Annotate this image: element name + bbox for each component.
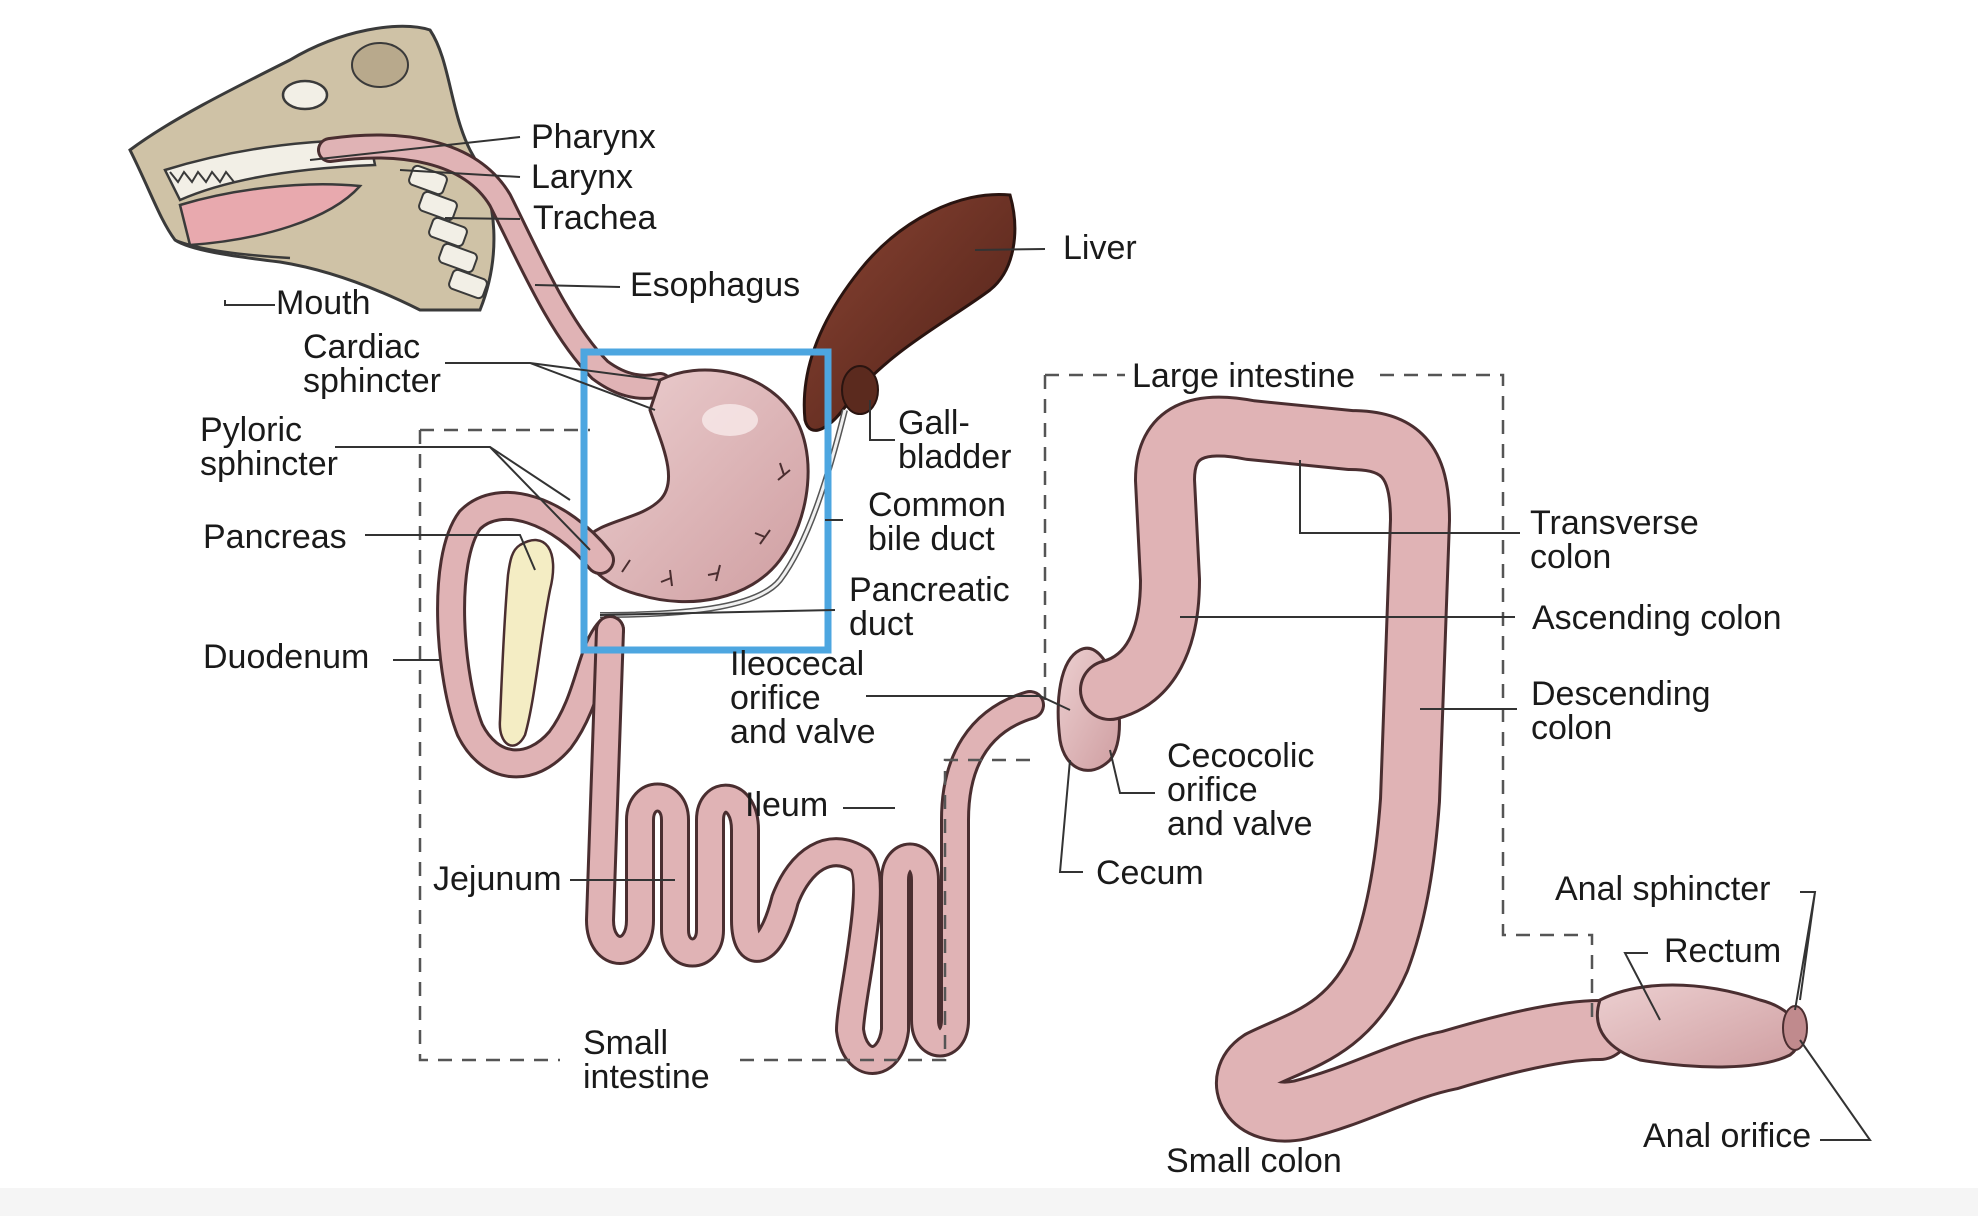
label-cecocolic-orifice: Cecocolic orifice and valve <box>1167 739 1314 841</box>
label-duodenum: Duodenum <box>203 638 370 676</box>
label-pyloric-sphincter: Pyloric sphincter <box>200 413 338 481</box>
label-line: bile duct <box>868 520 995 558</box>
label-line: orifice <box>1167 771 1258 809</box>
region-outlines <box>418 373 1594 1062</box>
label-line: bladder <box>898 438 1012 476</box>
gallbladder-shape <box>841 365 879 415</box>
label-ascending-colon: Ascending colon <box>1532 599 1782 637</box>
label-line: colon <box>1531 709 1613 747</box>
label-transverse-colon: Transverse colon <box>1530 506 1699 574</box>
label-small-intestine: Small intestine <box>583 1026 710 1094</box>
label-pancreas: Pancreas <box>203 518 347 556</box>
label-common-bile-duct: Common bile duct <box>868 488 1006 556</box>
label-pancreatic-duct: Pancreatic duct <box>849 573 1010 641</box>
label-line: orifice <box>730 679 821 717</box>
bottom-margin <box>0 1188 1978 1216</box>
label-pharynx: Pharynx <box>531 118 656 156</box>
label-jejunum: Jejunum <box>433 860 562 898</box>
label-esophagus: Esophagus <box>630 266 801 304</box>
label-large-intestine: Large intestine <box>1132 357 1356 395</box>
label-anal-sphincter: Anal sphincter <box>1555 870 1771 908</box>
label-descending-colon: Descending colon <box>1531 677 1711 745</box>
label-line: Common <box>868 486 1006 524</box>
label-liver: Liver <box>1063 229 1137 267</box>
label-ileocecal-orifice: Ileocecal orifice and valve <box>730 647 876 749</box>
label-line: Transverse <box>1530 504 1699 542</box>
rectum-shape <box>1595 983 1802 1069</box>
label-line: and valve <box>1167 805 1313 843</box>
label-small-colon: Small colon <box>1166 1142 1342 1180</box>
label-line: Ileocecal <box>730 645 865 683</box>
dog-head <box>128 24 496 312</box>
label-gallbladder: Gall- bladder <box>898 406 1011 474</box>
label-line: Gall- <box>898 404 970 442</box>
label-line: colon <box>1530 538 1612 576</box>
pancreas-shape <box>498 538 555 747</box>
label-line: intestine <box>583 1058 710 1096</box>
label-rectum: Rectum <box>1664 932 1782 970</box>
label-line: Pyloric <box>200 411 303 449</box>
label-cecum: Cecum <box>1096 854 1204 892</box>
label-line: Descending <box>1531 675 1711 713</box>
label-line: Cecocolic <box>1167 737 1315 775</box>
label-anal-orifice: Anal orifice <box>1643 1117 1812 1155</box>
label-line: and valve <box>730 713 876 751</box>
stomach-shape <box>582 368 810 604</box>
label-line: Pancreatic <box>849 571 1010 609</box>
label-line: sphincter <box>200 445 338 483</box>
label-mouth: Mouth <box>276 284 371 322</box>
highlight-box <box>580 348 832 654</box>
label-line: Small <box>583 1024 669 1062</box>
label-line: sphincter <box>303 362 441 400</box>
leader-lines <box>224 136 1872 1141</box>
label-line: duct <box>849 605 914 643</box>
label-cardiac-sphincter: Cardiac sphincter <box>303 330 441 398</box>
label-trachea: Trachea <box>533 199 657 237</box>
label-larynx: Larynx <box>531 158 634 196</box>
label-ileum: Ileum <box>745 786 829 824</box>
liver-shape <box>802 192 1017 432</box>
label-line: Cardiac <box>303 328 421 366</box>
